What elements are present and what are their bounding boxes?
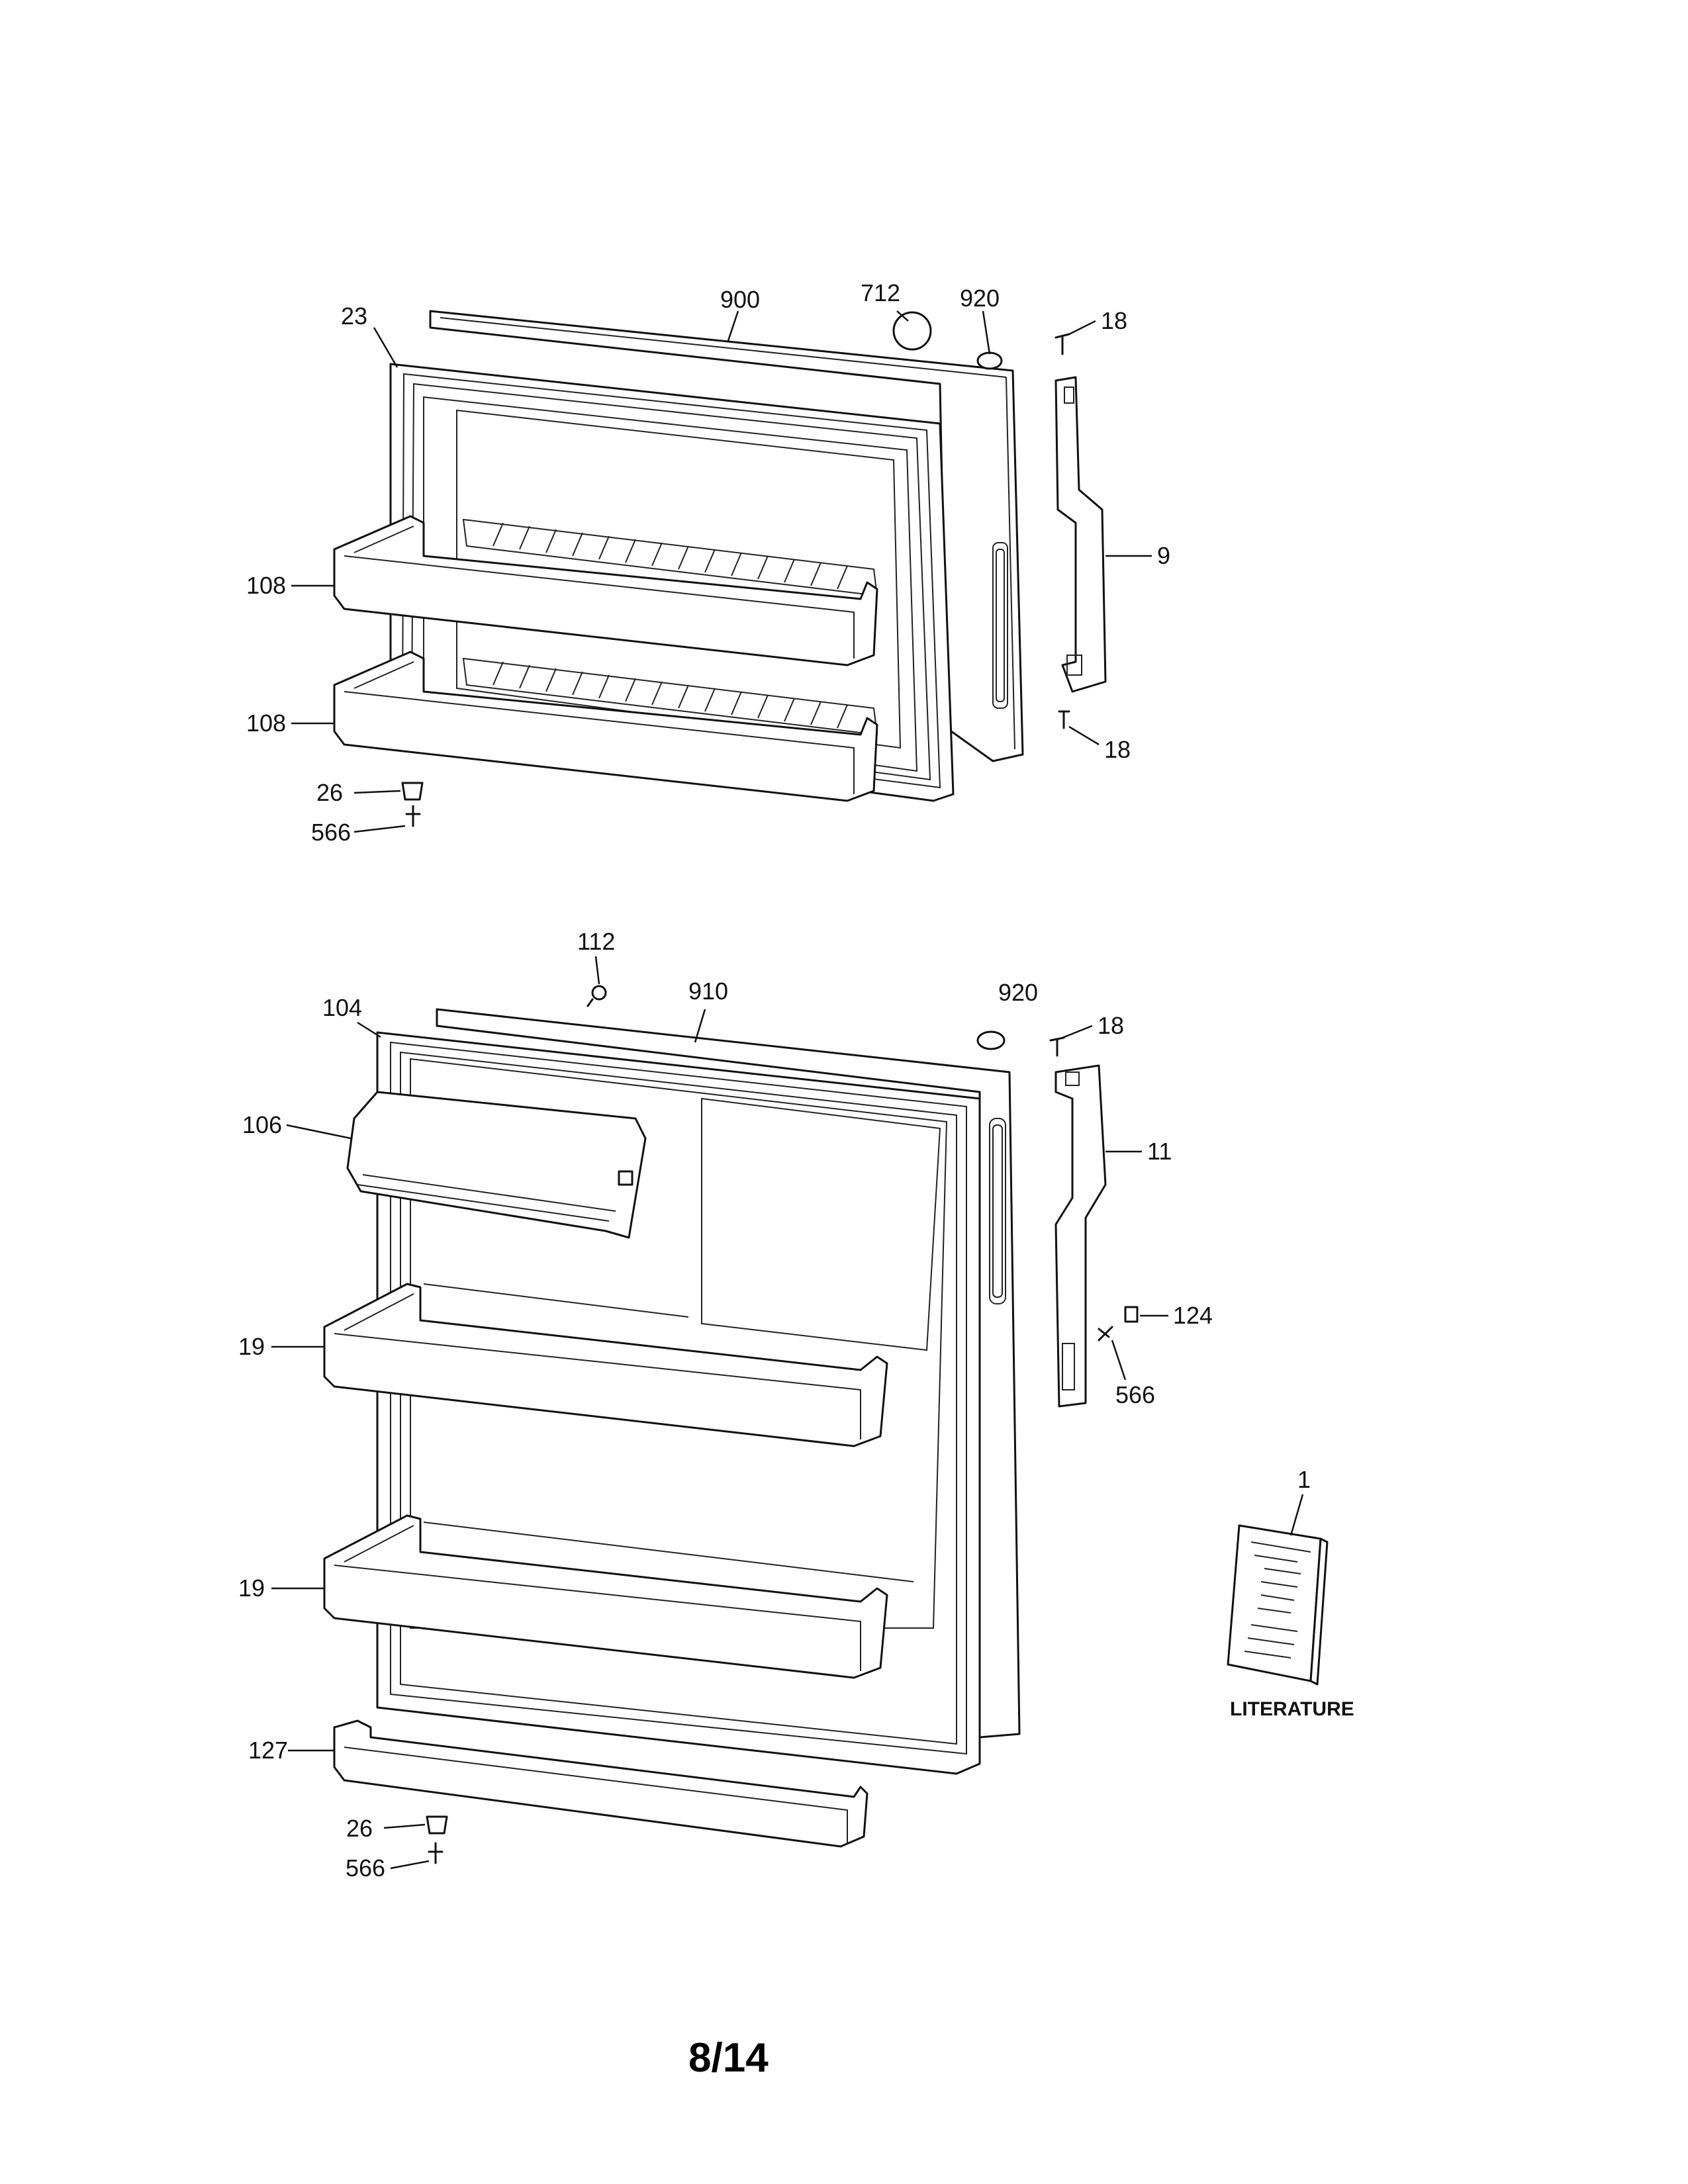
plug-920-lower: [976, 1030, 1006, 1050]
callout-910: 910: [688, 978, 728, 1005]
screw-112: [586, 985, 607, 1007]
plug-712: [892, 311, 932, 351]
callout-11: 11: [1147, 1138, 1172, 1165]
fresh-food-door-bin-lower: [323, 1514, 888, 1679]
screw-566-bottom: [428, 1842, 444, 1864]
freezer-hinge-plate: [1055, 376, 1107, 693]
plug-920-top: [976, 351, 1003, 370]
door-bottom-trim-bin: [333, 1719, 868, 1848]
callout-920-top: 920: [960, 285, 1000, 312]
screw-18-lower: [1049, 1036, 1065, 1057]
callout-19-lower: 19: [238, 1574, 265, 1602]
freezer-door-bin-lower: [333, 651, 878, 802]
freezer-door-outer-panel: [429, 310, 1024, 762]
callout-labels: 23 900 712 920 18 9 18 108 108 26 566 11…: [238, 279, 1354, 1882]
dairy-compartment-door: [346, 1091, 647, 1239]
callout-108-lower: 108: [246, 709, 286, 737]
cap-124: [1124, 1306, 1139, 1323]
freezer-door-assembly: [333, 310, 1107, 827]
callout-124: 124: [1173, 1302, 1213, 1329]
callout-26-top: 26: [316, 779, 343, 806]
callout-106: 106: [242, 1111, 282, 1138]
callout-18-top: 18: [1101, 307, 1127, 334]
callout-108-upper: 108: [246, 572, 286, 599]
leveler-26-top: [401, 782, 424, 801]
callout-920-lower: 920: [998, 979, 1038, 1006]
callout-18-hinge-bottom: 18: [1104, 736, 1131, 763]
callout-19-upper: 19: [238, 1333, 265, 1360]
callout-566-hinge: 566: [1115, 1381, 1155, 1408]
screw-18-bottom: [1058, 710, 1070, 729]
freezer-door-bin-upper: [333, 515, 878, 666]
callout-566-top: 566: [311, 819, 351, 846]
callout-26-bottom: 26: [346, 1815, 373, 1842]
leader-lines: [271, 310, 1304, 1870]
fresh-food-door-assembly: [323, 985, 1139, 1864]
callout-127: 127: [248, 1737, 288, 1764]
screw-18-top: [1055, 333, 1070, 355]
literature-label: LITERATURE: [1230, 1698, 1354, 1720]
callout-18-lower: 18: [1098, 1012, 1124, 1039]
callout-23: 23: [341, 302, 367, 330]
fresh-food-hinge-plate: [1055, 1064, 1107, 1408]
leveler-26-bottom: [426, 1815, 448, 1835]
fresh-food-door-bin-upper: [323, 1283, 888, 1447]
callout-566-bottom: 566: [346, 1854, 385, 1882]
page-number: 8/14: [688, 2035, 769, 2081]
callout-712: 712: [861, 279, 900, 306]
callout-112: 112: [577, 928, 615, 955]
literature-booklet: [1227, 1524, 1329, 1686]
callout-104: 104: [322, 994, 362, 1021]
screw-566-hinge: [1098, 1326, 1113, 1342]
callout-900: 900: [720, 286, 760, 313]
callout-1: 1: [1297, 1466, 1311, 1493]
screw-566-top: [405, 805, 421, 827]
callout-9: 9: [1157, 542, 1170, 569]
